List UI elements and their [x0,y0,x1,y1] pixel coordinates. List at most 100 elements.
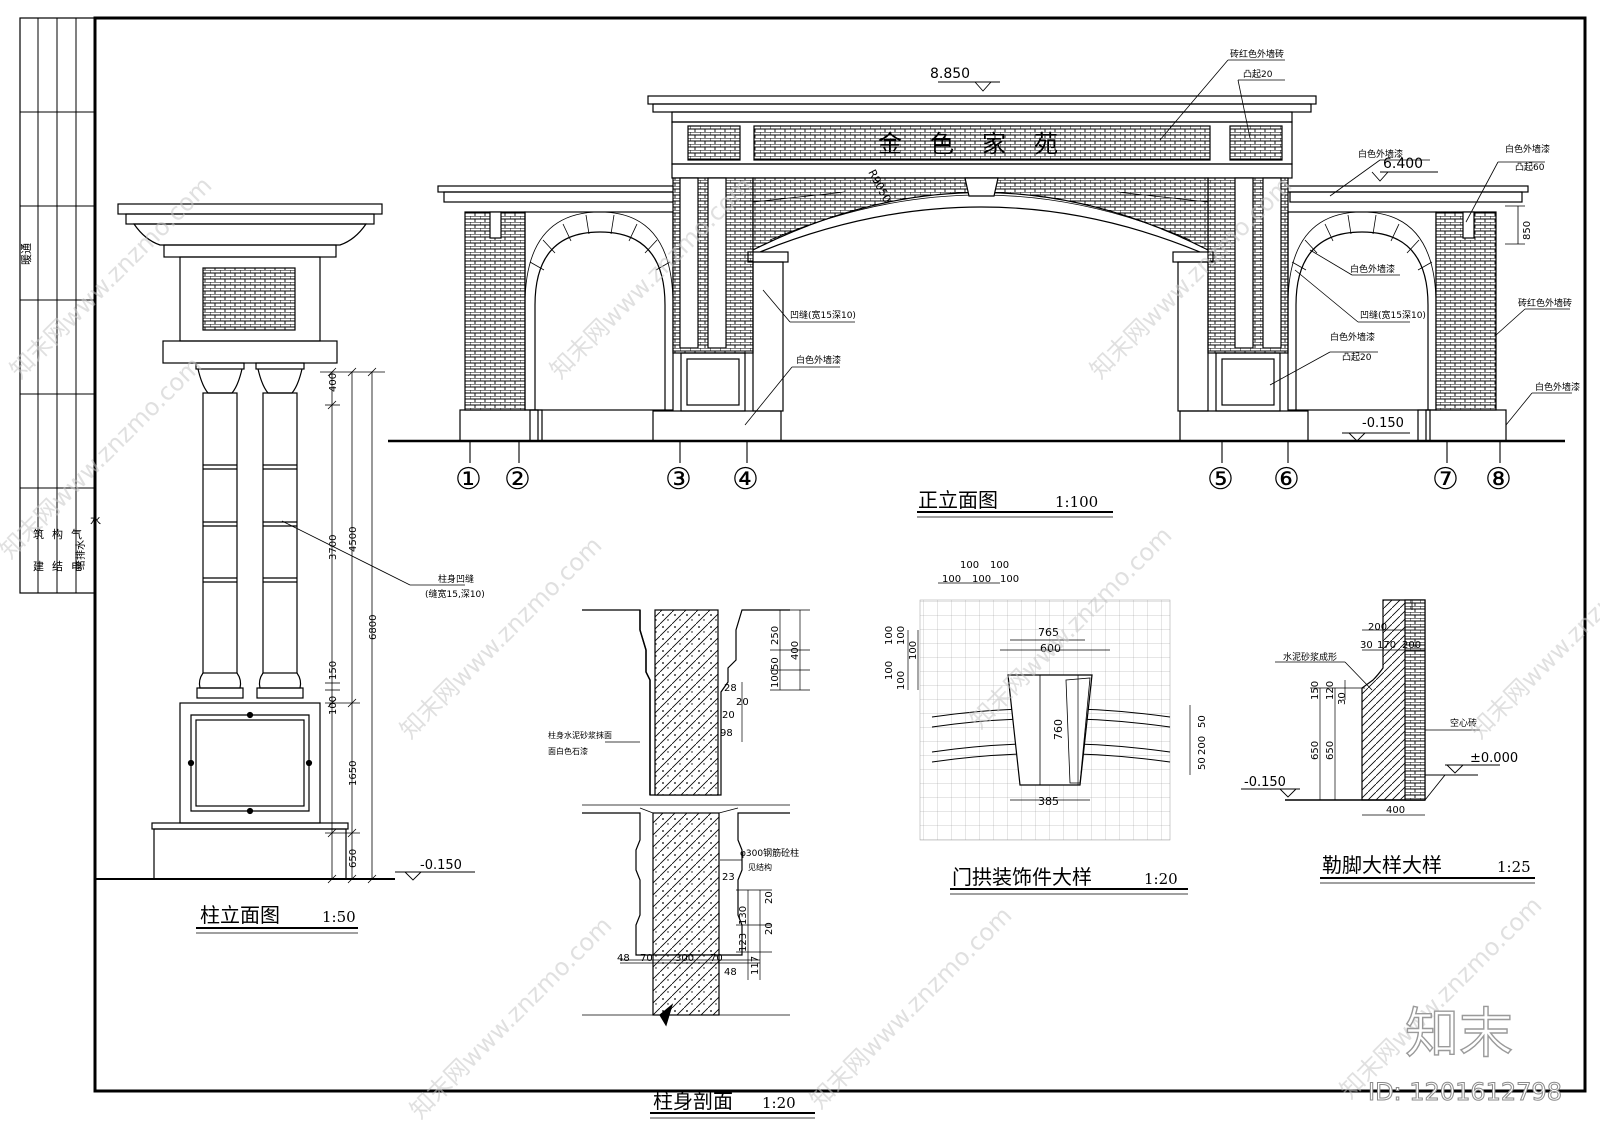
column-callout: (缝宽15,深10) [425,588,485,600]
twin-column-shafts [195,362,305,699]
note-protrude20: 凸起20 [1243,69,1273,80]
dim-850: 850 [1522,221,1533,240]
section-note: 面白色石漆 [548,746,588,756]
view-title: 勒脚大样大样 [1322,853,1442,877]
view-title: 柱身剖面 [653,1089,733,1113]
dim-98: 98 [720,728,733,739]
dim-50: 50 [1197,715,1208,728]
dim-120: 120 [1325,681,1336,700]
dim-6800: 6800 [368,615,379,640]
note-groove: 凹缝(宽15深10) [790,309,856,321]
dim-117: 117 [750,956,761,975]
view-scale: 1:20 [762,1094,796,1112]
dim-100: 100 [896,671,907,690]
dim-20: 20 [722,710,735,721]
dim-765: 765 [1038,626,1059,639]
view-scale: 1:25 [1497,858,1531,876]
sign-text: 金色家苑 [878,130,1086,158]
dim-650: 650 [1325,741,1336,760]
view-scale: 1:20 [1144,870,1178,888]
watermark-text: 知末网www.znzmo.com [1334,891,1547,1104]
front-elevation-view [388,59,1572,518]
dim-100: 100 [884,626,895,645]
dim-70: 70 [710,953,723,964]
plinth-note: 空心砖 [1450,717,1477,729]
dim-200: 200 [1402,640,1421,651]
note-protrude20: 凸起20 [1342,352,1372,363]
image-id: ID: 1201612798 [1368,1078,1562,1106]
column-band [162,340,338,364]
axis-label: ⑦ [1432,462,1459,497]
left-arch [534,231,666,410]
dim-100: 100 [942,574,961,585]
dim-48: 48 [617,953,630,964]
watermark-text: 知末网www.znzmo.com [394,531,607,744]
dim-650: 650 [348,849,359,868]
dim-100: 100 [328,696,339,715]
view-title: 正立面图 [918,488,998,512]
dim-385: 385 [1038,795,1059,808]
dim-760: 760 [1052,719,1065,740]
main-arch-inner [759,206,1201,253]
column-pedestal [179,702,321,824]
dim-200: 200 [1368,622,1387,633]
note-brick-red: 砖红色外墙砖 [1518,297,1572,309]
title-block-label: 筑 [33,527,44,541]
dim-100: 100 [884,661,895,680]
dim-4500: 4500 [348,527,359,552]
dim-100: 100 [990,560,1009,571]
note-white-paint: 白色外墙漆 [1358,148,1403,160]
title-block-label: 构 [52,527,63,541]
dim-30: 30 [1337,692,1348,705]
column-section-labels: 250 400 50 100 28 20 20 98 23 130 123 11… [548,626,801,1113]
note-white-paint: 白色外墙漆 [1535,381,1580,393]
section-note: 见结构 [748,862,772,872]
column-cap-corbel [132,223,368,246]
section-top-core [654,609,719,796]
title-block-row: 结 [52,560,63,573]
dim-20: 20 [736,697,749,708]
dim-650: 650 [1310,741,1321,760]
section-note: 柱身水泥砂浆抹面 [548,730,612,740]
dim-170: 170 [1377,640,1396,651]
watermark-text: 知末网www.znzmo.com [0,351,207,564]
note-protrude60: 凸起60 [1515,162,1545,173]
note-groove: 凹缝(宽15深10) [1360,309,1426,321]
dim-200: 200 [1197,736,1208,755]
note-white-paint: 白色外墙漆 [1505,143,1550,155]
view-scale: 1:100 [1055,493,1098,511]
center-right-pedestal [1215,352,1281,412]
view-title: 门拱装饰件大样 [952,865,1092,889]
level-side: 6.400 [1383,156,1423,172]
dim-100: 100 [1000,574,1019,585]
note-white-paint: 白色外墙漆 [796,354,841,366]
dim-28: 28 [724,683,737,694]
view-scale: 1:50 [322,908,356,926]
dim-130: 130 [738,906,749,925]
title-block-row: 电 [71,560,82,573]
level-top: 8.850 [930,66,970,82]
dim-100: 100 [896,626,907,645]
dim-23: 23 [722,872,735,883]
axis-label: ⑧ [1485,462,1512,497]
dim-48: 48 [724,967,737,978]
axis-label: ② [504,462,531,497]
title-block-label: 水 [90,514,101,527]
section-note: φ300钢筋砼柱 [740,847,799,859]
dim-3700: 3700 [328,535,339,560]
dim-20: 20 [764,891,775,904]
column-head-brick-panel [202,267,296,331]
dim-100: 100 [908,641,919,660]
note-brick-red: 砖红色外墙砖 [1230,48,1284,60]
axis-label: ③ [665,462,692,497]
dim-100: 100 [972,574,991,585]
arch-ornament-labels: 100 100 100 100 100 100 100 100 100 100 … [884,560,1208,889]
dim-600: 600 [1040,642,1061,655]
dim-400: 400 [328,373,339,392]
dim-123: 123 [738,933,749,952]
view-title: 柱立面图 [200,903,280,927]
keystone [964,177,999,197]
level-marker: -0.150 [420,858,462,873]
column-section-view [582,609,815,1119]
